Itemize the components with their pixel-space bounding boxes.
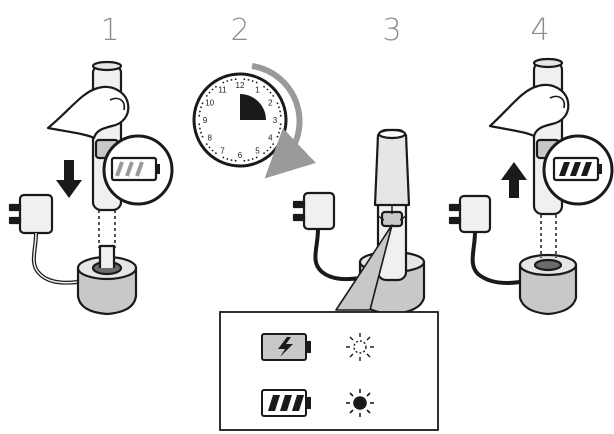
clock-tick [243,78,246,81]
clock-numeral: 12 [236,81,245,90]
clock-tick [234,159,237,162]
clock-tick [279,110,281,113]
clock-tick [230,159,233,162]
clock-tick [200,106,202,109]
status-legend [219,311,439,431]
arrow-up-icon [501,162,527,198]
clock-numeral: 8 [207,134,212,143]
light-indicator-rays [377,206,407,221]
clock-tick [205,143,208,146]
battery-full-icon [261,389,311,417]
clock-tick [198,114,201,117]
clock-tick [263,85,265,88]
arrow-down-icon [56,160,82,198]
clock-tick [226,158,229,160]
clock-tick [201,102,204,105]
clock-tick [222,81,225,84]
step-number-4: 4 [530,13,549,48]
clock-numeral: 2 [268,99,273,108]
time-arrow-arc [251,63,316,179]
clock-tick [226,80,229,82]
clock-tick [247,79,250,81]
clock-tick [234,78,237,81]
clock-tick [211,149,214,152]
hand [46,85,130,140]
clock-tick [276,102,279,105]
clock-tick [269,91,272,94]
clock-tick [199,110,201,113]
clock-tick [215,85,217,88]
clock-tick [276,135,279,138]
clock-tick [251,80,254,82]
clock-tick [230,79,233,81]
clock-tick [272,95,275,97]
clock-tick [200,131,202,134]
clock-numeral: 11 [218,86,227,95]
clock-tick [266,149,269,152]
clock-tick [199,127,201,130]
clock-tick [279,127,281,130]
clock-tick [269,146,272,149]
clock-elapsed-wedge [240,94,266,120]
clock-numeral: 1 [255,86,260,95]
step-number-3: 3 [382,13,401,48]
clock-tick [211,88,214,91]
clock-tick [208,146,211,149]
clock-tick [263,152,265,155]
battery-charging-icon [261,333,311,361]
light-blinking-icon [346,333,374,361]
clock-tick [255,81,258,84]
clock-numeral: 10 [205,99,214,108]
step-number-1: 1 [100,13,119,48]
clock-tick [279,114,282,117]
charging-stand-light-icon [292,128,426,316]
light-solid-icon [346,389,374,417]
clock-numeral: 3 [273,116,278,125]
clock-numeral: 9 [203,116,208,125]
clock-tick [272,143,275,146]
clock-tick [198,123,201,126]
step-number-2: 2 [230,13,249,48]
clock-tick [201,135,204,138]
clock-numeral: 4 [268,134,273,143]
insert-handle-charge-icon [8,60,174,316]
clock-tick [247,159,250,162]
clock-numeral: 6 [238,151,243,160]
clock-tick [208,91,211,94]
clock-tick [266,88,269,91]
clock-tick [222,156,225,159]
clock-tick [205,95,208,97]
power-adapter [18,193,54,235]
remove-handle-full-icon [448,57,614,316]
clock-numeral: 5 [255,146,260,155]
clock-tick [255,156,258,159]
clock-tick [215,152,217,155]
clock-tick [251,158,254,160]
charging-base [76,266,138,316]
clock-tick [278,106,280,109]
clock-tick [279,123,282,126]
clock-tick [243,159,246,162]
clock-numeral: 7 [220,146,225,155]
clock-tick [278,131,280,134]
